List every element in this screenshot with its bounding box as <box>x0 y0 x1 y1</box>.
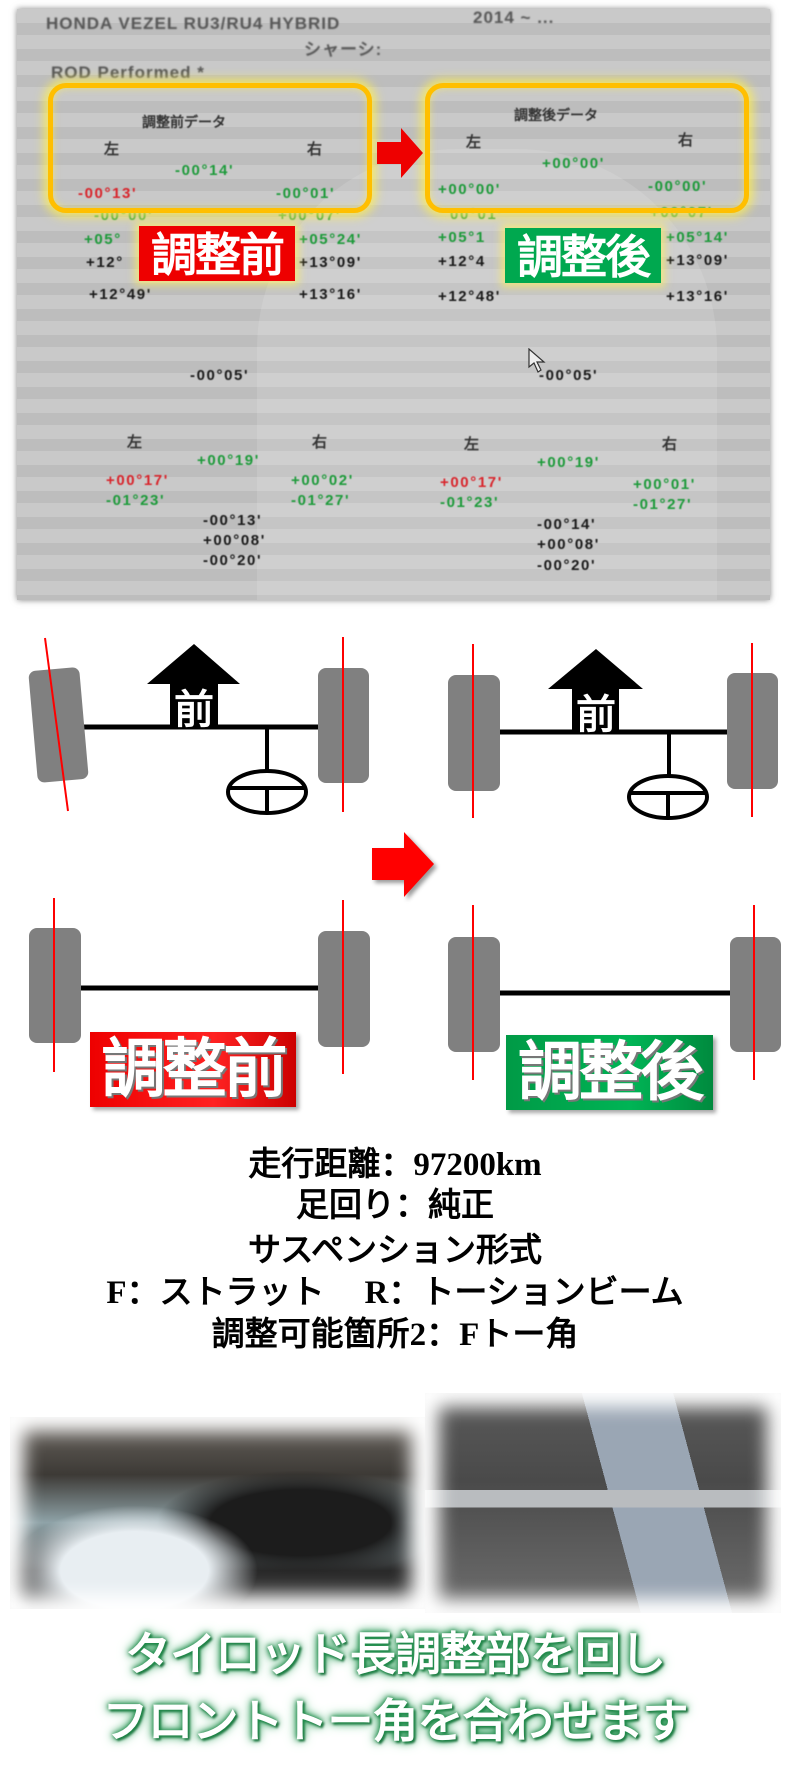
before-value: +05°24' <box>299 231 362 248</box>
rear-before-left-label: 左 <box>127 433 143 451</box>
after-value: +12°4 <box>438 253 486 270</box>
rear-after-right-toe: +00°01' <box>633 476 696 493</box>
before-value: +05° <box>84 231 122 248</box>
rear-after-right-camber: -01°27' <box>633 496 693 513</box>
tire-left <box>28 667 89 783</box>
after-left-label: 左 <box>466 133 482 151</box>
caption-line-1: タイロッド長調整部を回し <box>125 1627 666 1681</box>
mouse-cursor-icon <box>528 348 546 373</box>
forward-label: 前 <box>174 687 214 733</box>
before-value: +13°16' <box>299 286 362 303</box>
alignment-screen-photo <box>17 9 770 600</box>
rear-before-value: +00°08' <box>203 532 266 549</box>
rear-after-value: -00°20' <box>537 557 597 574</box>
before-left-toe: -00°13' <box>78 185 138 202</box>
rod-performed-label: ROD Performed * <box>51 63 205 82</box>
rear-before-total-toe: +00°19' <box>197 452 260 469</box>
rear-after-total-toe: +00°19' <box>537 454 600 471</box>
arrow-right-icon <box>377 128 423 178</box>
rear-before-right-toe: +00°02' <box>291 472 354 489</box>
after-right-label: 右 <box>678 131 694 149</box>
thrust-angle-after: -00°05' <box>539 367 599 384</box>
caption-line-2: フロントトー角を合わせます <box>102 1694 689 1748</box>
after-value: +05°1 <box>438 229 486 246</box>
vehicle-model: HONDA VEZEL RU3/RU4 HYBRID <box>46 14 341 33</box>
spec-suspension-type: サスペンション形式 <box>247 1233 543 1269</box>
after-label: 調整後 <box>506 1035 713 1110</box>
rear-before-value: -00°20' <box>203 552 263 569</box>
before-badge: 調整前 <box>139 226 295 282</box>
vehicle-year: 2014 ~ ... <box>473 8 555 27</box>
after-left-toe: +00°00' <box>438 181 501 198</box>
rear-axle-after <box>448 905 781 1080</box>
before-value: +12°49' <box>89 286 152 303</box>
front-axle-before: 前 <box>28 637 369 815</box>
after-data-title: 調整後データ <box>514 108 598 124</box>
after-highlight-box <box>425 83 749 213</box>
before-right-label: 右 <box>307 140 323 158</box>
tire-right <box>730 937 781 1052</box>
arrow-right-icon <box>372 832 434 897</box>
before-label: 調整前 <box>90 1032 296 1107</box>
spec-rear-type: R：トーションビーム <box>364 1275 684 1311</box>
forward-arrow-icon <box>147 644 240 727</box>
after-value: +13°09' <box>666 252 729 269</box>
after-badge: 調整後 <box>505 228 661 284</box>
tie-rod-photo <box>425 1393 781 1613</box>
steering-wheel-icon <box>627 774 709 820</box>
rear-before-left-camber: -01°23' <box>106 492 166 509</box>
before-left-label: 左 <box>104 140 120 158</box>
rear-after-value: -00°14' <box>537 516 597 533</box>
steering-wheel-icon <box>226 769 308 815</box>
toe-line <box>44 637 69 812</box>
after-value: +13°16' <box>666 288 729 305</box>
before-right-toe: -00°01' <box>276 185 336 202</box>
before-value: +13°09' <box>299 254 362 271</box>
before-value: +12° <box>86 254 124 271</box>
spec-adjustable: 調整可能箇所2：Fトー角 <box>211 1317 579 1353</box>
after-value: +12°48' <box>438 288 501 305</box>
before-highlight-box <box>48 83 372 213</box>
mechanic-photo <box>10 1417 425 1609</box>
spec-mileage: 走行距離：97200km <box>248 1147 542 1183</box>
rear-before-left-toe: +00°17' <box>106 472 169 489</box>
spec-suspension-parts: 足回り：純正 <box>296 1188 494 1224</box>
rear-before-value: -00°13' <box>203 512 263 529</box>
toe-diagram: 前 前 <box>28 637 781 1080</box>
rear-after-value: +00°08' <box>537 536 600 553</box>
thrust-angle-before: -00°05' <box>190 367 250 384</box>
before-total-toe: -00°14' <box>175 162 235 179</box>
spec-front-type: F：ストラット <box>106 1275 325 1311</box>
rear-after-right-label: 右 <box>662 435 678 453</box>
rear-before-right-camber: -01°27' <box>291 492 351 509</box>
spec-suspension-detail: F：ストラット R：トーションビーム <box>0 1273 790 1314</box>
screen-glare <box>257 149 717 600</box>
rear-after-left-label: 左 <box>464 435 480 453</box>
rear-axle-before <box>29 898 370 1074</box>
forward-label: 前 <box>576 692 616 738</box>
after-right-toe: -00°00' <box>648 178 708 195</box>
after-total-toe: +00°00' <box>542 155 605 172</box>
rear-after-left-toe: +00°17' <box>440 474 503 491</box>
rear-after-left-camber: -01°23' <box>440 494 500 511</box>
before-data-title: 調整前データ <box>142 115 226 131</box>
forward-arrow-icon <box>548 649 643 732</box>
chassis-label: シャーシ: <box>304 40 383 59</box>
after-value: +05°14' <box>666 229 729 246</box>
front-axle-after: 前 <box>448 643 778 820</box>
rear-before-right-label: 右 <box>312 433 328 451</box>
